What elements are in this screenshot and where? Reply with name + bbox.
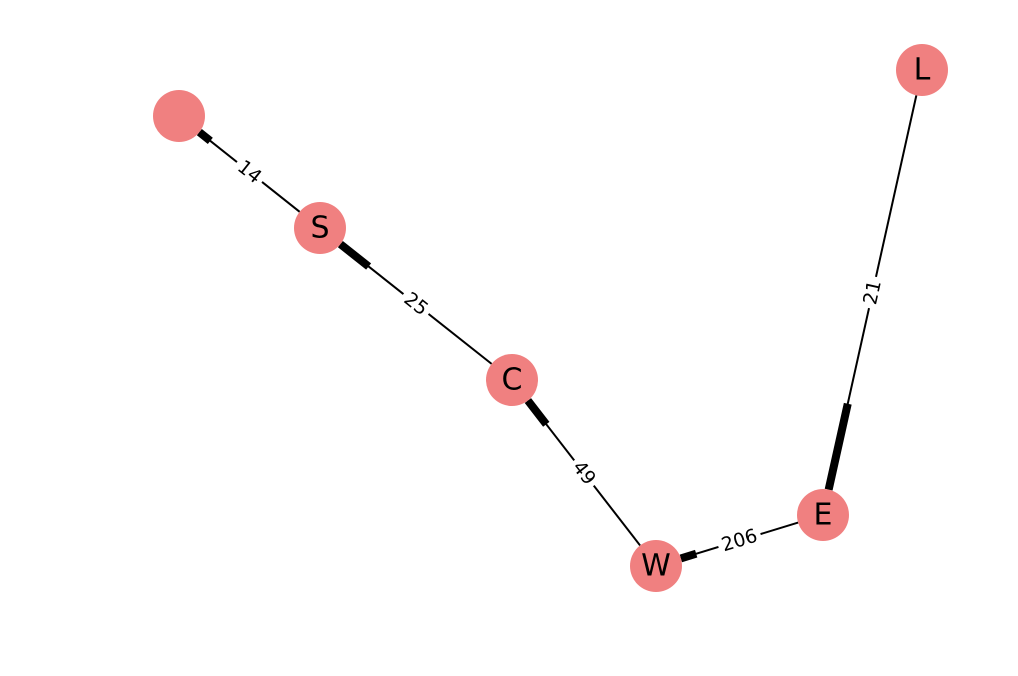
edge-arrow xyxy=(337,241,372,270)
edge-arrow xyxy=(524,398,550,427)
node-circle xyxy=(630,540,682,592)
edge-weight-label: 206 xyxy=(719,525,760,557)
node-E: E xyxy=(797,489,849,541)
node-label: E xyxy=(814,498,833,533)
edge-label-background xyxy=(564,453,604,493)
node-circle xyxy=(153,90,205,142)
edge-C-W: 49 xyxy=(524,398,641,547)
node-unlabeled xyxy=(153,90,205,142)
edges-layer: 14 25 49 206 21 xyxy=(196,95,918,563)
edge-E-L: 21 xyxy=(824,95,918,491)
node-L: L xyxy=(896,44,948,96)
edge-label-background xyxy=(229,152,270,192)
node-label: L xyxy=(914,53,931,88)
edge-n0-S: 14 xyxy=(196,129,301,213)
node-label: S xyxy=(310,211,329,246)
node-W: W xyxy=(630,540,682,592)
nodes-layer: S C W E L xyxy=(153,44,948,592)
edge-label-group: 21 xyxy=(857,274,888,311)
node-S: S xyxy=(294,202,346,254)
node-C: C xyxy=(486,354,538,406)
edge-weight-label: 21 xyxy=(859,278,886,306)
node-circle xyxy=(797,489,849,541)
edge-label-group: 206 xyxy=(714,522,765,559)
node-circle xyxy=(896,44,948,96)
edge-S-C: 25 xyxy=(337,241,493,365)
edge-label-group: 25 xyxy=(396,284,436,324)
edge-label-group: 14 xyxy=(229,152,270,192)
edge-label-background xyxy=(396,284,436,324)
edge-arrow xyxy=(824,402,852,491)
edge-label-background xyxy=(857,274,888,311)
edge-arrow xyxy=(196,129,213,145)
edge-W-E: 206 xyxy=(679,521,799,563)
edge-label-background xyxy=(714,522,765,559)
edge-label-group: 49 xyxy=(564,453,604,493)
node-circle xyxy=(294,202,346,254)
node-label: W xyxy=(641,549,671,584)
edge-arrow xyxy=(679,549,698,563)
node-label: C xyxy=(502,363,523,398)
node-circle xyxy=(486,354,538,406)
